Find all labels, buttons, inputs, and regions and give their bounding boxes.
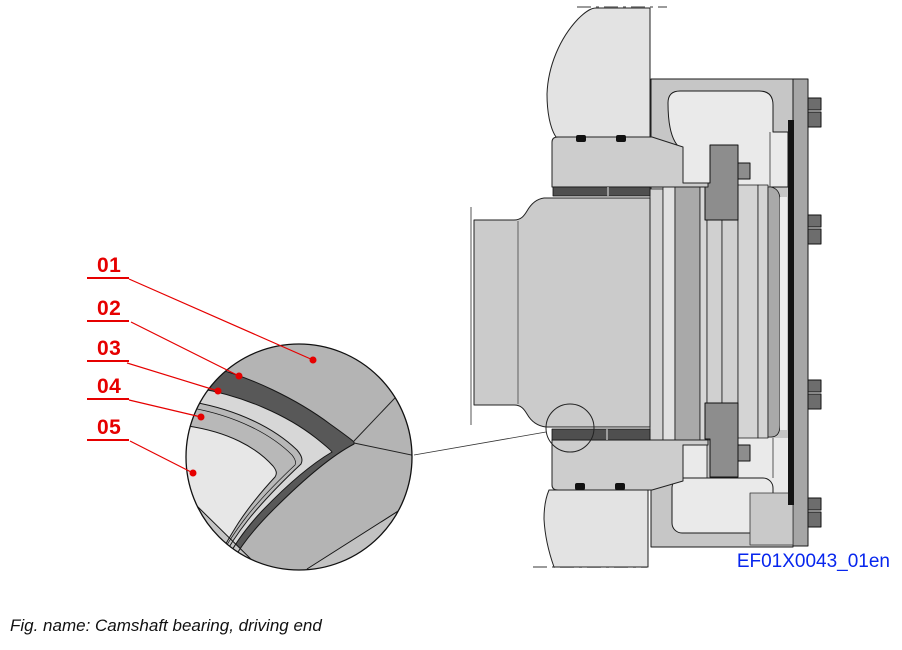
end-plate-bolts <box>807 97 822 528</box>
gear-hub-stack <box>649 184 787 443</box>
callout-label-04: 04 <box>87 374 129 400</box>
bearing-shells <box>551 186 651 441</box>
housing-corner-piece <box>749 492 794 546</box>
callout-label-01: 01 <box>87 253 129 279</box>
detail-view <box>185 343 413 571</box>
callout-label-02: 02 <box>87 296 129 322</box>
engine-block-lower <box>543 489 649 568</box>
figure-caption: Fig. name: Camshaft bearing, driving end <box>10 616 322 635</box>
end-plate <box>792 78 809 547</box>
detail-marker-circle <box>545 403 595 453</box>
drawing-id: EF01X0043_01en <box>736 551 890 572</box>
cross-section-drawing <box>413 6 822 568</box>
bearing-block-upper <box>551 136 709 188</box>
callout-leader-lines <box>126 278 317 477</box>
detail-link-line <box>413 431 547 456</box>
gasket-strip <box>788 120 794 505</box>
bearing-block-lower <box>551 439 709 491</box>
thrust-bearing-blocks <box>704 144 751 478</box>
detail-view-outline <box>185 343 413 571</box>
locating-pins <box>575 135 626 490</box>
callout-label-05: 05 <box>87 415 129 441</box>
camshaft <box>473 197 651 428</box>
engine-block-upper <box>546 7 651 138</box>
callout-label-03: 03 <box>87 336 129 362</box>
housing-pocket-lower <box>679 442 708 479</box>
